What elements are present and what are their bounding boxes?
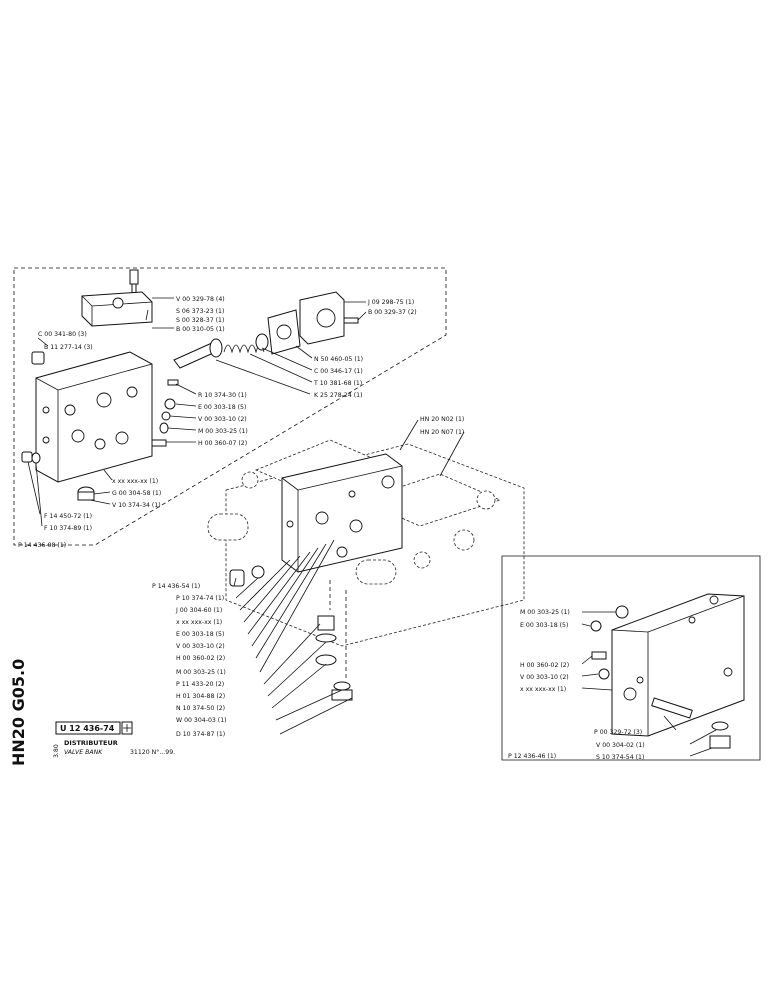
box-ref-a: P 14 436-08 (1) (18, 542, 66, 549)
hn-ref-n02: HN 20 N02 (1) (420, 416, 464, 423)
callout-e0030318: E 00 303-18 (5) (198, 404, 246, 411)
leader-lines (27, 297, 465, 735)
callout-j0030460: J 00 304-60 (1) (175, 607, 222, 614)
callout-r1037430: R 10 374-30 (1) (198, 392, 247, 399)
callout-v0032978: V 00 329-78 (4) (176, 296, 225, 303)
callout-b0031005: B 00 310-05 (1) (176, 326, 225, 333)
callout-h0036002: H 00 360-02 (2) (176, 655, 225, 662)
callout-b-v0030310: V 00 303-10 (2) (520, 674, 569, 681)
box-ref-b: P 12 436-46 (1) (508, 753, 556, 760)
callout-g0030458: G 00 304-58 (1) (112, 490, 161, 497)
callout-b-h0036002: H 00 360-02 (2) (520, 662, 569, 669)
callout-b-s1037454: S 10 374-54 (1) (596, 754, 644, 761)
callout-b-xxx: x xx xxx-xx (1) (520, 686, 566, 693)
callout-b1127714: B 11 277-14 (3) (44, 344, 93, 351)
callout-p1143320: P 11 433-20 (2) (176, 681, 224, 688)
callout-f1037489: F 10 374-89 (1) (44, 525, 92, 532)
valve-block-detail (35, 351, 153, 483)
callout-n1037450: N 10 374-50 (2) (176, 705, 225, 712)
box-leaders (581, 611, 717, 757)
callout-labels: V 00 329-78 (4) S 06 373-23 (1) S 00 328… (18, 296, 645, 761)
end-cap (299, 291, 359, 345)
doc-code: HN20 G05.0 (9, 659, 28, 766)
callout-c0034617: C 00 346-17 (1) (314, 368, 363, 375)
box-parts (590, 605, 731, 749)
callout-m0030325: M 00 303-25 (1) (198, 428, 248, 435)
callout-s0032837: S 00 328-37 (1) (176, 317, 224, 324)
callout-p1037474: P 10 374-74 (1) (176, 595, 224, 602)
callout-xxx: x xx xxx-xx (1) (112, 478, 158, 485)
spare-parts-stack (229, 565, 353, 701)
callout-h0036007: H 00 360-07 (2) (198, 440, 247, 447)
callout-b-m0030325: M 00 303-25 (1) (520, 609, 570, 616)
callout-k2527824: K 25 278-24 (1) (314, 392, 363, 399)
callout-j0929875: J 09 298-75 (1) (367, 299, 414, 306)
detail-box-top (13, 267, 447, 546)
callout-xxx-2: x xx xxx-xx (1) (176, 619, 222, 626)
callout-b-v0030402: V 00 304-02 (1) (596, 742, 645, 749)
title-fr: DISTRIBUTEUR (64, 739, 118, 747)
callout-m0030325-2: M 00 303-25 (1) (176, 669, 226, 676)
callout-p1443654: P 14 436-54 (1) (152, 583, 200, 590)
callout-h0130488: H 01 304-88 (2) (176, 693, 225, 700)
title-en: VALVE BANK (64, 749, 103, 756)
callout-n5046005: N 50 460-05 (1) (314, 356, 363, 363)
callout-v1037434: V 10 374-34 (1) (112, 502, 161, 509)
callout-e0030318-2: E 00 303-18 (5) (176, 631, 224, 638)
hn-ref-n07: HN 20 N07 (1) (420, 429, 464, 436)
plug-left (21, 351, 45, 464)
callout-t1038168: T 10 381-68 (1) (313, 380, 362, 387)
callout-c0034180: C 00 341-80 (3) (38, 331, 87, 338)
title-block: HN20 G05.0 U 12 436-74 3.80 DISTRIBUTEUR… (9, 659, 175, 766)
callout-s0637323: S 06 373-23 (1) (176, 308, 224, 315)
callout-b-p0032972: P 00 329-72 (3) (594, 729, 642, 736)
valve-section-highlight (281, 453, 403, 573)
callout-b0032937: B 00 329-37 (2) (368, 309, 417, 316)
serial: 31120 N°...99. (130, 748, 175, 756)
spool (173, 338, 223, 369)
code-small: 3.80 (53, 744, 60, 758)
flange-plate (81, 291, 153, 327)
detail-box-bottom (501, 555, 761, 761)
o-rings-detail (77, 379, 179, 501)
callout-d1037487: D 10 374-87 (1) (176, 731, 225, 738)
spring (223, 333, 269, 354)
callout-f1445072: F 14 450-72 (1) (44, 513, 92, 520)
gasket-plate (267, 309, 301, 355)
valve-block-detail-2 (611, 593, 745, 737)
callout-b-e0030318: E 00 303-18 (5) (520, 622, 568, 629)
callout-v0030310: V 00 303-10 (2) (198, 416, 247, 423)
ref-number: U 12 436-74 (60, 724, 115, 733)
callout-v0030310-2: V 00 303-10 (2) (176, 643, 225, 650)
callout-w0030403: W 00 304-03 (1) (176, 717, 227, 724)
